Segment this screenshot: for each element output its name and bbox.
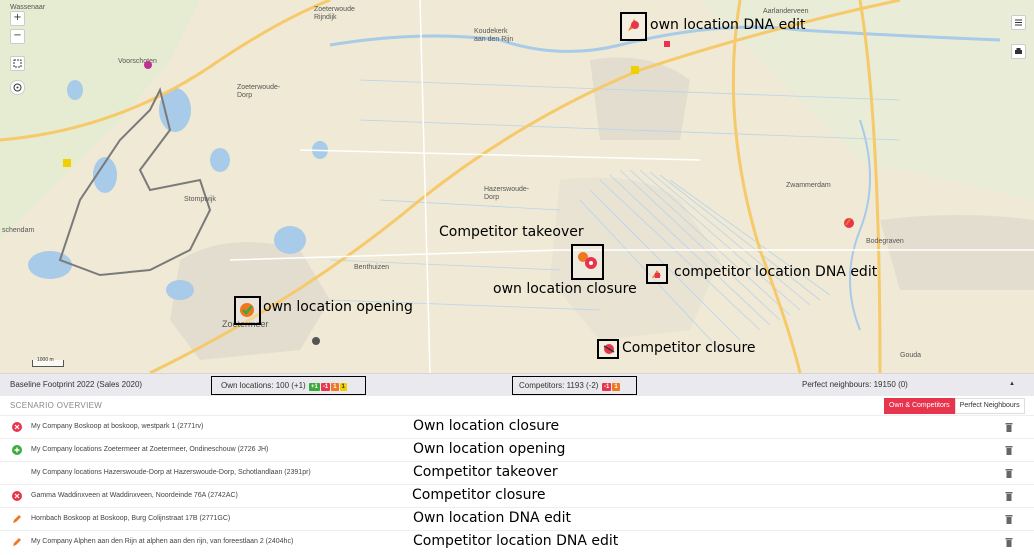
add-circle-icon	[12, 445, 22, 455]
scenario-row-label: Own location DNA edit	[413, 510, 571, 526]
remove-circle-icon	[12, 491, 22, 501]
map-pin-icon[interactable]	[630, 65, 640, 77]
competitor-edit-chip: 1	[612, 383, 620, 391]
scenario-overview-header: SCENARIO OVERVIEW	[0, 396, 1034, 416]
scenario-row-label: Competitor closure	[412, 487, 546, 503]
callout-own-dna-edit: own location DNA edit	[650, 17, 806, 33]
place-label: Koudekerk aan den Rijn	[474, 28, 514, 43]
own-takeover-chip: 1	[339, 383, 347, 391]
competitor-dna-edit-marker[interactable]	[646, 264, 668, 284]
place-label: Zoeterwoude-Dorp	[237, 84, 281, 99]
scenario-row-text: My Company Alphen aan den Rijn at alphen…	[31, 538, 294, 545]
place-label: Zwammerdam	[786, 182, 831, 189]
place-label: Gouda	[900, 352, 922, 359]
callout-competitor-closure: Competitor closure	[622, 340, 756, 356]
own-opening-chip: +1	[309, 383, 320, 391]
map-pin-icon[interactable]	[62, 158, 72, 170]
scale-label: 1000 m	[37, 357, 54, 363]
zoom-out-button[interactable]: −	[10, 29, 25, 44]
scenario-row-text: My Company Boskoop at boskoop, westpark …	[31, 423, 204, 430]
callout-competitor-takeover: Competitor takeover	[439, 224, 584, 240]
scenario-row-label: Own location closure	[413, 418, 560, 434]
scenario-row[interactable]: Gamma Waddinxveen at Waddinxveen, Noorde…	[0, 484, 1034, 508]
trash-icon[interactable]	[1005, 422, 1013, 432]
print-icon[interactable]	[1011, 44, 1026, 59]
map-view[interactable]: Wassenaar Zoeterwoude Rijndijk Koudekerk…	[0, 0, 1034, 373]
locate-icon[interactable]	[10, 80, 25, 95]
place-label: Benthuizen	[354, 264, 390, 271]
trash-icon[interactable]	[1005, 491, 1013, 501]
collapse-icon[interactable]: ▲	[1009, 381, 1015, 387]
baseline-label: Baseline Footprint 2022 (Sales 2020)	[10, 380, 143, 389]
own-dna-edit-marker[interactable]	[620, 12, 647, 41]
perfect-neighbours-tab[interactable]: Perfect Neighbours	[954, 398, 1025, 414]
callout-own-opening: own location opening	[263, 299, 413, 315]
competitors-count: Competitors: 1193 (-2)	[519, 381, 599, 390]
map-canvas	[0, 0, 1034, 373]
pencil-icon	[13, 515, 21, 523]
own-opening-marker[interactable]	[234, 296, 261, 325]
zoom-in-button[interactable]: +	[10, 11, 25, 26]
scenario-row[interactable]: My Company locations Hazerswoude-Dorp at…	[0, 461, 1034, 485]
own-competitors-tab[interactable]: Own & Competitors	[884, 398, 955, 414]
competitor-takeover-marker[interactable]	[571, 244, 604, 280]
scale-bar: 1000 m	[32, 357, 64, 367]
scenario-row[interactable]: My Company Alphen aan den Rijn at alphen…	[0, 530, 1034, 554]
place-label: Aarlanderveen	[763, 8, 809, 15]
scenario-row-text: My Company locations Hazerswoude-Dorp at…	[31, 469, 311, 476]
remove-circle-icon	[12, 422, 22, 432]
map-pin-icon[interactable]	[143, 60, 153, 72]
scenario-row-text: Hornbach Boskoop at Boskoop, Burg Colijn…	[31, 515, 231, 522]
status-bar: Baseline Footprint 2022 (Sales 2020) Own…	[0, 373, 1034, 396]
scenario-overview-title: SCENARIO OVERVIEW	[10, 401, 103, 410]
callout-competitor-dna-edit: competitor location DNA edit	[674, 264, 878, 280]
place-label: Zoeterwoude Rijndijk	[314, 6, 355, 21]
scenario-row-label: Own location opening	[413, 441, 566, 457]
trash-icon[interactable]	[1005, 468, 1013, 478]
own-closure-chip: -1	[320, 383, 331, 391]
map-pin-icon[interactable]	[311, 336, 321, 348]
perfect-neighbours-count: Perfect neighbours: 19150 (0)	[802, 380, 908, 389]
map-pin-icon[interactable]	[663, 40, 671, 48]
map-pin-icon[interactable]	[842, 216, 856, 230]
own-edit-chip: 1	[331, 383, 339, 391]
scenario-row[interactable]: Hornbach Boskoop at Boskoop, Burg Colijn…	[0, 507, 1034, 531]
callout-own-closure: own location closure	[493, 281, 637, 297]
trash-icon[interactable]	[1005, 537, 1013, 547]
scenario-row[interactable]: My Company Boskoop at boskoop, westpark …	[0, 415, 1034, 439]
trash-icon[interactable]	[1005, 445, 1013, 455]
place-label: Stompwijk	[184, 196, 216, 203]
place-label: Bodegraven	[866, 238, 904, 245]
place-label: Wassenaar	[10, 4, 46, 11]
scenario-row[interactable]: My Company locations Zoetermeer at Zoete…	[0, 438, 1034, 462]
scenario-row-text: Gamma Waddinxveen at Waddinxveen, Noorde…	[31, 492, 238, 499]
scenario-row-label: Competitor location DNA edit	[413, 533, 619, 549]
competitor-closure-chip: -1	[602, 383, 612, 391]
scenario-row-label: Competitor takeover	[413, 464, 558, 480]
fullscreen-icon[interactable]	[10, 56, 25, 71]
scenario-row-text: My Company locations Zoetermeer at Zoete…	[31, 446, 269, 453]
place-label: Voorschoten	[118, 58, 157, 65]
place-label: schendam	[2, 227, 35, 234]
pencil-icon	[13, 538, 21, 546]
place-label: Hazerswoude-Dorp	[484, 186, 530, 201]
layers-list-icon[interactable]	[1011, 15, 1026, 30]
competitor-closure-marker[interactable]	[597, 339, 619, 359]
own-locations-count: Own locations: 100 (+1)	[221, 381, 306, 390]
trash-icon[interactable]	[1005, 514, 1013, 524]
